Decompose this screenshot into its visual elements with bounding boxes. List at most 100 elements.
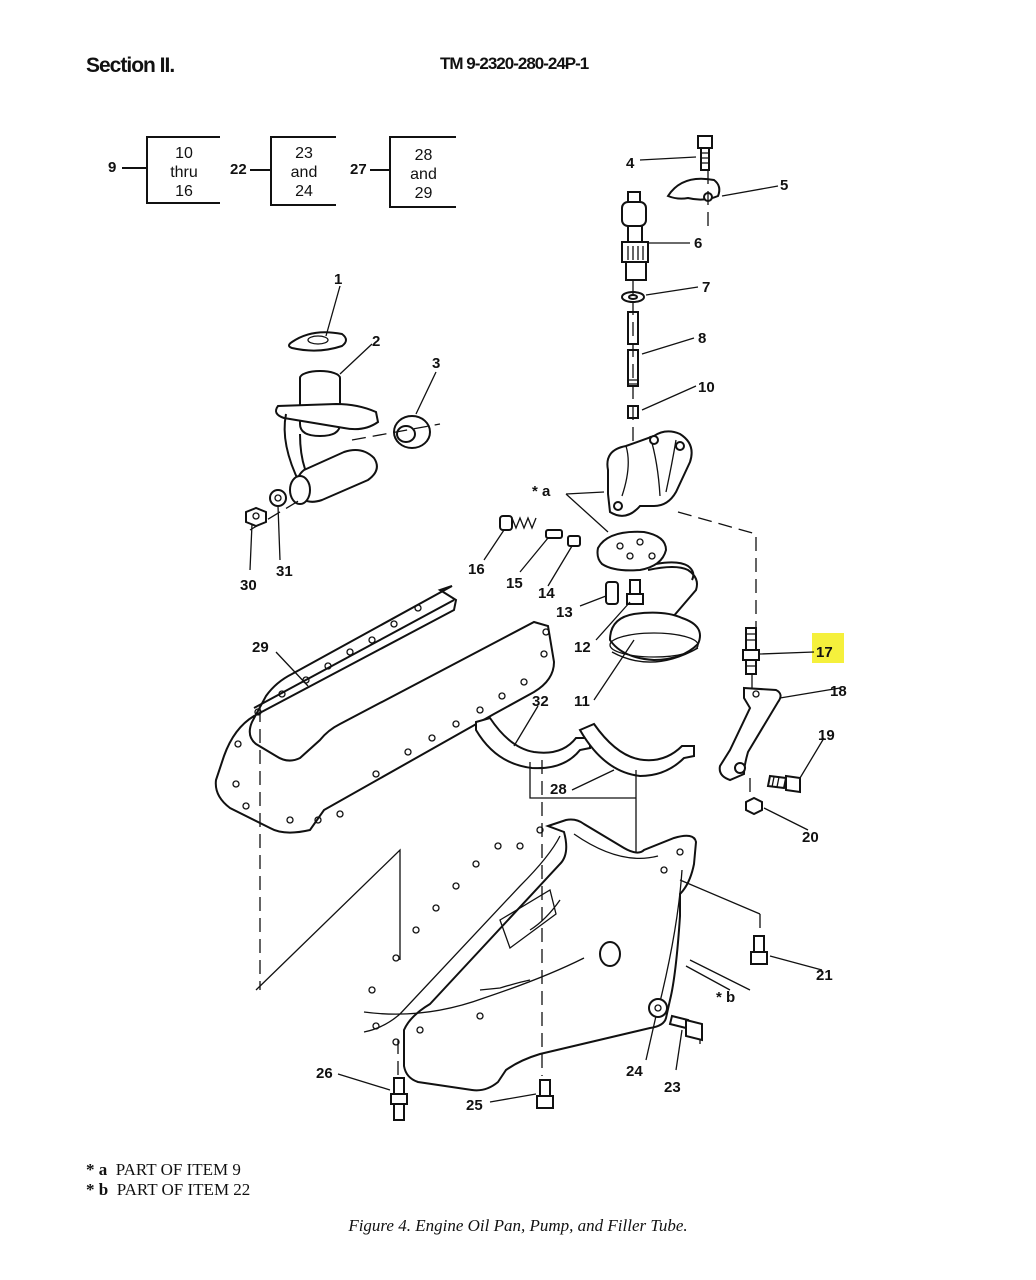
gasket-hole [324, 662, 332, 670]
leader-lines [249, 156, 841, 1103]
gasket-hole [520, 678, 528, 686]
callout-31: 31 [276, 563, 293, 580]
callout-2: 2 [372, 333, 380, 350]
exploded-parts-diagram: 4 5 6 7 8 10 1 2 3 30 31 * a 16 15 14 13… [214, 135, 847, 1121]
gasket-hole [314, 816, 322, 824]
callout-11: 11 [574, 693, 590, 710]
part-20-nut [745, 796, 763, 816]
pan-hole [416, 1026, 424, 1034]
callout-12: 12 [574, 639, 591, 656]
group-box-22: 22 23 and 24 [230, 136, 336, 206]
pump-cover [596, 530, 668, 572]
group-box-9: 9 10 thru 16 [108, 136, 220, 204]
pan-hole [452, 882, 460, 890]
part-14-valve [567, 535, 581, 547]
pan-hole [476, 1012, 484, 1020]
group-box-27: 27 28 and 29 [350, 136, 456, 208]
callout-10: 10 [698, 379, 715, 396]
gasket-hole [540, 650, 548, 658]
callout-b: * b [716, 989, 735, 1006]
callout-29: 29 [252, 639, 269, 656]
pan-hole [660, 866, 668, 874]
callout-28: 28 [550, 781, 567, 798]
gasket-hole [232, 780, 240, 788]
part-15-spring [545, 529, 563, 539]
part-6-drive-gear [621, 191, 649, 281]
part-5-clip [666, 177, 721, 202]
section-title: Section II. [86, 54, 175, 77]
group-line: 10 [175, 145, 193, 162]
pan-hole [494, 842, 502, 850]
pan-hole [472, 860, 480, 868]
pan-hole [676, 848, 684, 856]
callout-6: 6 [694, 235, 702, 252]
pan-hole [392, 1038, 400, 1046]
part-17-stud [742, 627, 760, 675]
callout-20: 20 [802, 829, 819, 846]
group-line: and [410, 166, 437, 183]
footnote-mark: * b [86, 1180, 109, 1199]
tm-number: TM 9-2320-280-24P-1 [440, 54, 589, 73]
gasket-hole [390, 620, 398, 628]
gasket-hole [404, 748, 412, 756]
footnote-mark: * a [86, 1160, 108, 1179]
group-lead-number: 22 [230, 161, 247, 178]
gasket-hole [542, 628, 550, 636]
callout-15: 15 [506, 575, 523, 592]
callout-4: 4 [626, 155, 635, 172]
pan-hole [536, 826, 544, 834]
callout-5: 5 [780, 177, 788, 194]
group-line: thru [170, 164, 198, 181]
part-28-seal [578, 722, 695, 778]
gasket-hole [452, 720, 460, 728]
part-4-bolt [697, 135, 713, 171]
pan-hole [412, 926, 420, 934]
part-30-nut [245, 506, 267, 528]
pan-hole [368, 986, 376, 994]
group-line: 23 [295, 145, 313, 162]
footnote-a: * a PART OF ITEM 9 [86, 1160, 241, 1180]
figure-caption: Figure 4. Engine Oil Pan, Pump, and Fill… [348, 1216, 688, 1235]
oil-pan [363, 818, 761, 1092]
group-line: 29 [414, 185, 433, 202]
group-box-frame: 10 thru 16 [146, 136, 220, 204]
callout-19: 19 [818, 727, 835, 744]
part-31-washer [269, 489, 287, 507]
gasket-hole [368, 636, 376, 644]
callout-26: 26 [316, 1065, 333, 1082]
gasket-hole [414, 604, 422, 612]
part-13-pin [605, 581, 619, 605]
callout-18: 18 [830, 683, 847, 700]
part-11-pickup-screen [608, 611, 701, 663]
part-29-gasket [214, 585, 556, 834]
gasket-hole [476, 706, 484, 714]
callout-25: 25 [466, 1097, 483, 1114]
gasket-hole [346, 648, 354, 656]
gasket-hole [254, 708, 262, 716]
gasket-hole [498, 692, 506, 700]
gasket-hole [234, 740, 242, 748]
gasket-hole [428, 734, 436, 742]
pickup-tube [647, 561, 698, 619]
part-12-bolt [626, 579, 644, 605]
pan-hole [392, 954, 400, 962]
group-lead-number: 27 [350, 161, 367, 178]
callout-1: 1 [334, 271, 342, 288]
group-box-frame: 28 and 29 [389, 136, 456, 208]
callout-7: 7 [702, 279, 710, 296]
gasket-hole [278, 690, 286, 698]
part-24-gasket [648, 998, 668, 1018]
gasket-hole [286, 816, 294, 824]
gasket-hole [336, 810, 344, 818]
group-line: and [290, 164, 318, 181]
part-25-bolt [536, 1079, 554, 1109]
footnote-b: * b PART OF ITEM 22 [86, 1180, 250, 1200]
callout-24: 24 [626, 1063, 643, 1080]
pan-hole [432, 904, 440, 912]
group-line: 16 [175, 183, 193, 200]
part-19-bolt [766, 774, 801, 794]
part-2-filler-tube [275, 370, 380, 505]
group-box-frame: 23 and 24 [270, 136, 336, 206]
oil-pump-body [606, 430, 693, 517]
callout-30: 30 [240, 577, 257, 594]
